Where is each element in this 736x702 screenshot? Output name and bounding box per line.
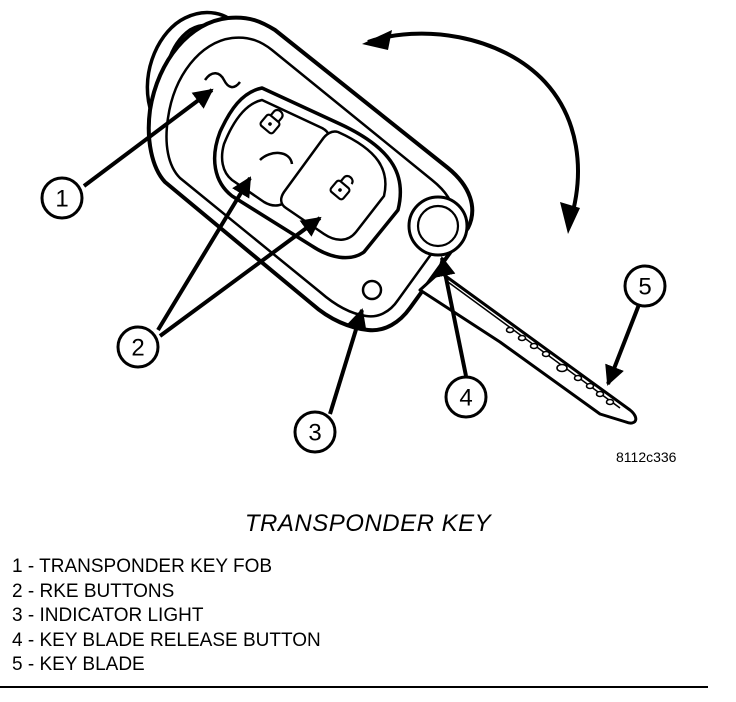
legend-separator: - xyxy=(27,654,35,675)
svg-text:1: 1 xyxy=(55,186,68,213)
figure-code: 8112c336 xyxy=(616,449,677,465)
legend-separator: - xyxy=(27,629,35,651)
key-blade-icon xyxy=(418,270,638,425)
callout-2: 2 xyxy=(116,325,160,369)
legend-label: KEY BLADE xyxy=(39,654,145,675)
legend-item: 2 - RKE BUTTONS xyxy=(12,580,321,605)
legend-item: 5 - KEY BLADE xyxy=(12,653,321,678)
legend-number: 5 xyxy=(12,654,23,675)
legend-label: INDICATOR LIGHT xyxy=(39,605,204,626)
legend-separator: - xyxy=(27,605,35,626)
lock-button-arc xyxy=(259,151,294,165)
svg-text:3: 3 xyxy=(308,420,321,447)
bottom-rule xyxy=(0,686,708,688)
callout-3: 3 xyxy=(293,410,337,454)
legend-number: 3 xyxy=(12,605,23,626)
lock-symbol-icon xyxy=(259,108,284,135)
transponder-mark-icon xyxy=(203,72,241,89)
release-button-inner xyxy=(416,204,460,248)
legend-separator: - xyxy=(27,580,35,602)
callout-leaders xyxy=(82,88,642,415)
figure-caption: TRANSPONDER KEY xyxy=(244,510,492,537)
legend-number: 2 xyxy=(12,580,23,602)
legend-number: 4 xyxy=(12,629,23,651)
legend-number: 1 xyxy=(12,556,23,577)
legend-separator: - xyxy=(27,556,35,577)
callout-1: 1 xyxy=(40,176,84,220)
legend-label: KEY BLADE RELEASE BUTTON xyxy=(39,629,321,651)
svg-text:5: 5 xyxy=(638,274,651,301)
rotation-arrowhead-end xyxy=(560,202,580,234)
legend-label: TRANSPONDER KEY FOB xyxy=(39,556,273,577)
legend: 1 - TRANSPONDER KEY FOB 2 - RKE BUTTONS … xyxy=(12,555,321,678)
legend-item: 3 - INDICATOR LIGHT xyxy=(12,604,321,629)
svg-text:2: 2 xyxy=(131,335,144,362)
legend-item: 1 - TRANSPONDER KEY FOB xyxy=(12,555,321,580)
legend-label: RKE BUTTONS xyxy=(39,580,175,602)
indicator-light xyxy=(361,279,383,301)
key-blade-cuts xyxy=(505,326,615,406)
rotation-arrowhead-start xyxy=(362,30,392,50)
unlock-symbol-icon xyxy=(329,174,354,201)
legend-item: 4 - KEY BLADE RELEASE BUTTON xyxy=(12,629,321,654)
svg-text:4: 4 xyxy=(459,385,472,412)
callout-4: 4 xyxy=(444,375,488,419)
transponder-key-illustration: 1 2 3 4 5 xyxy=(40,10,667,454)
callout-5: 5 xyxy=(623,264,667,308)
rotation-arrow-icon xyxy=(367,31,580,223)
